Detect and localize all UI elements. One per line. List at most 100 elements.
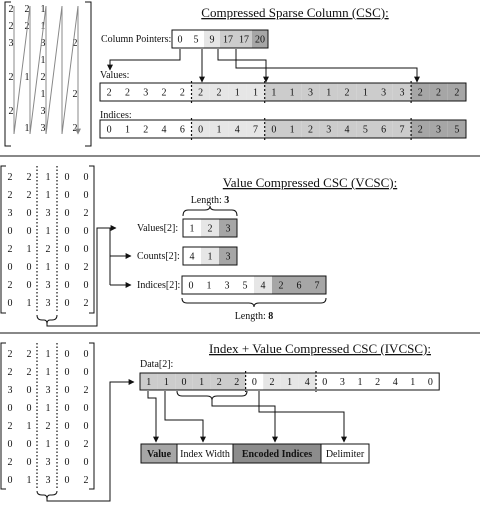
csc-values-value: 1 bbox=[326, 88, 331, 99]
matrix-entry: 0 bbox=[65, 262, 70, 273]
csc-values-value: 3 bbox=[308, 88, 313, 99]
col-pointer-value: 0 bbox=[178, 35, 183, 46]
csc-indices-cell bbox=[429, 120, 448, 138]
csc-indices-value: 7 bbox=[253, 125, 258, 136]
csc-indices-label: Indices: bbox=[100, 110, 132, 121]
csc-indices-value: 0 bbox=[198, 125, 203, 136]
matrix-entry: 1 bbox=[46, 367, 51, 378]
matrix-entry: 0 bbox=[84, 190, 89, 201]
vcsc-counts-label: Counts[2]: bbox=[137, 251, 180, 262]
vcsc-values-value: 2 bbox=[208, 224, 213, 235]
matrix-entry: 2 bbox=[46, 421, 51, 432]
csc-indices-value: 0 bbox=[271, 125, 276, 136]
csc-indices-cell bbox=[283, 120, 302, 138]
vcsc-length-top: Length: 3 bbox=[191, 195, 230, 206]
csc-values-cell bbox=[228, 83, 247, 101]
matrix-entry: 0 bbox=[65, 349, 70, 360]
col-pointer-cell bbox=[204, 30, 220, 48]
vcsc-title: Value Compressed CSC (VCSC): bbox=[223, 175, 397, 190]
csc-indices-value: 2 bbox=[143, 125, 148, 136]
csc-indices-value: 2 bbox=[308, 125, 313, 136]
col-pointer-cell bbox=[252, 30, 268, 48]
csc-values-label: Values: bbox=[100, 70, 129, 81]
matrix-entry: 0 bbox=[27, 226, 32, 237]
matrix-entry: 1 bbox=[46, 439, 51, 450]
vcsc-values-cell bbox=[201, 219, 219, 237]
matrix-entry: 1 bbox=[46, 172, 51, 183]
csc-matrix-entry: 3 bbox=[41, 123, 46, 134]
csc-values-cell bbox=[429, 83, 448, 101]
csc-indices-cell bbox=[191, 120, 210, 138]
csc-values-value: 2 bbox=[418, 88, 423, 99]
csc-matrix-entry: 2 bbox=[9, 106, 14, 117]
matrix-entry: 0 bbox=[65, 439, 70, 450]
csc-indices-cell bbox=[136, 120, 155, 138]
csc-values-value: 2 bbox=[107, 88, 112, 99]
matrix-entry: 0 bbox=[65, 421, 70, 432]
csc-values-value: 2 bbox=[216, 88, 221, 99]
csc-indices-value: 5 bbox=[454, 125, 459, 136]
matrix-entry: 3 bbox=[46, 298, 51, 309]
ivcsc-legend-arrows bbox=[147, 391, 347, 443]
matrix-entry: 2 bbox=[84, 385, 89, 396]
csc-values-value: 1 bbox=[363, 88, 368, 99]
csc-values-cell bbox=[100, 83, 119, 101]
csc-values-cell bbox=[209, 83, 229, 101]
vcsc-indices-cell bbox=[254, 276, 272, 294]
ivcsc-data-label: Data[2]: bbox=[140, 359, 173, 370]
csc-values-cell bbox=[118, 83, 137, 101]
vcsc-indices-cell bbox=[272, 276, 290, 294]
col-pointer-value: 9 bbox=[210, 35, 215, 46]
legend-label: Delimiter bbox=[326, 449, 365, 460]
vcsc-indices-value: 1 bbox=[207, 281, 212, 292]
vcsc-indices-value: 2 bbox=[279, 281, 284, 292]
csc-values-cell bbox=[301, 83, 320, 101]
matrix-entry: 0 bbox=[65, 457, 70, 468]
csc-indices-value: 0 bbox=[107, 125, 112, 136]
col-pointer-value: 17 bbox=[223, 35, 233, 46]
matrix-entry: 0 bbox=[84, 349, 89, 360]
ivcsc-data-cell bbox=[245, 373, 264, 390]
csc-matrix-entry: 2 bbox=[73, 38, 78, 49]
matrix-entry: 0 bbox=[65, 244, 70, 255]
vcsc-matrix-left-bracket bbox=[0, 165, 6, 314]
csc-indices-cell bbox=[374, 120, 393, 138]
ivcsc-data-cell bbox=[140, 373, 158, 390]
csc-indices-cell bbox=[209, 120, 229, 138]
vcsc-counts-border bbox=[182, 246, 238, 266]
csc-values-value: 2 bbox=[162, 88, 167, 99]
matrix-entry: 2 bbox=[84, 298, 89, 309]
ivcsc-data-value: 0 bbox=[182, 377, 187, 388]
matrix-entry: 2 bbox=[84, 439, 89, 450]
csc-indices-value: 5 bbox=[363, 125, 368, 136]
matrix-entry: 3 bbox=[46, 280, 51, 291]
col-ptr-label: Column Pointers: bbox=[101, 34, 171, 45]
csc-values-cell bbox=[283, 83, 302, 101]
ivcsc-data-value: 2 bbox=[270, 377, 275, 388]
matrix-entry: 2 bbox=[8, 244, 13, 255]
csc-indices-value: 4 bbox=[162, 125, 167, 136]
vcsc-values-cell bbox=[219, 219, 237, 237]
matrix-entry: 1 bbox=[27, 244, 32, 255]
matrix-entry: 0 bbox=[65, 226, 70, 237]
col-pointer-cell bbox=[172, 30, 188, 48]
ivcsc-data-value: 3 bbox=[340, 377, 345, 388]
csc-values-cell bbox=[447, 83, 466, 101]
csc-values-cell bbox=[337, 83, 357, 101]
csc-indices-cell bbox=[173, 120, 192, 138]
col-pointer-border bbox=[171, 29, 269, 49]
matrix-entry: 2 bbox=[8, 280, 13, 291]
matrix-entry: 0 bbox=[84, 280, 89, 291]
matrix-entry: 2 bbox=[8, 172, 13, 183]
csc-values-cell bbox=[246, 83, 265, 101]
ivcsc-data-cell bbox=[192, 373, 211, 390]
ivcsc-data-value: 0 bbox=[428, 377, 433, 388]
matrix-entry: 0 bbox=[27, 457, 32, 468]
